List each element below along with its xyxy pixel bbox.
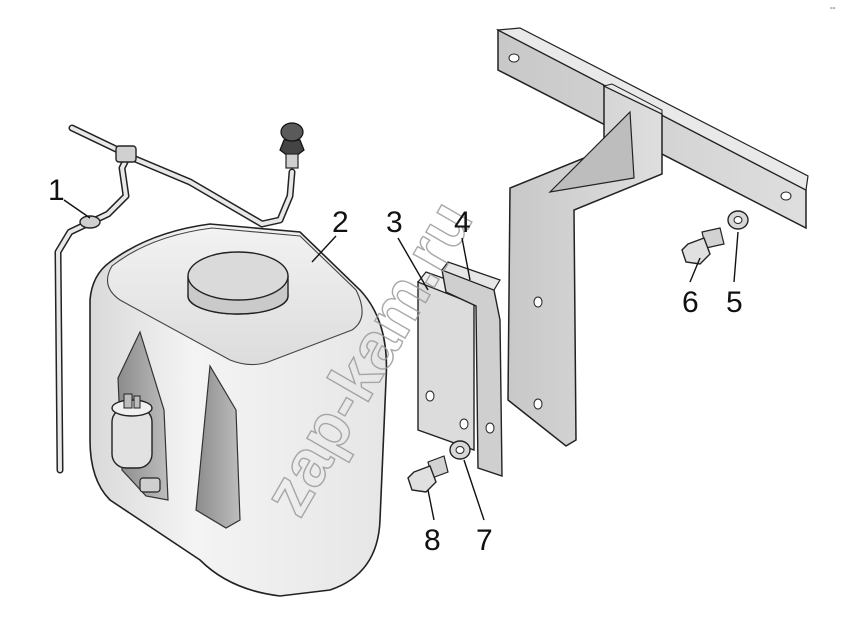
callout-8: 8	[424, 524, 441, 557]
callout-2: 2	[332, 206, 349, 239]
washer-7	[449, 440, 471, 460]
washer-hose	[54, 122, 305, 474]
callout-1: 1	[48, 174, 65, 207]
washer-tank	[89, 223, 388, 597]
corner-mark: °°	[830, 6, 836, 14]
callout-6: 6	[682, 286, 699, 319]
bolt-8	[407, 455, 449, 493]
callout-7: 7	[476, 524, 493, 557]
bolt-6	[681, 227, 725, 265]
washer-pump	[111, 393, 161, 493]
callout-3: 3	[386, 206, 403, 239]
mounting-bracket	[495, 27, 809, 447]
mounting-strap	[441, 261, 503, 477]
leader-lines	[63, 199, 739, 521]
callout-4: 4	[454, 206, 471, 239]
callout-5: 5	[726, 286, 743, 319]
washer-5	[727, 210, 749, 230]
